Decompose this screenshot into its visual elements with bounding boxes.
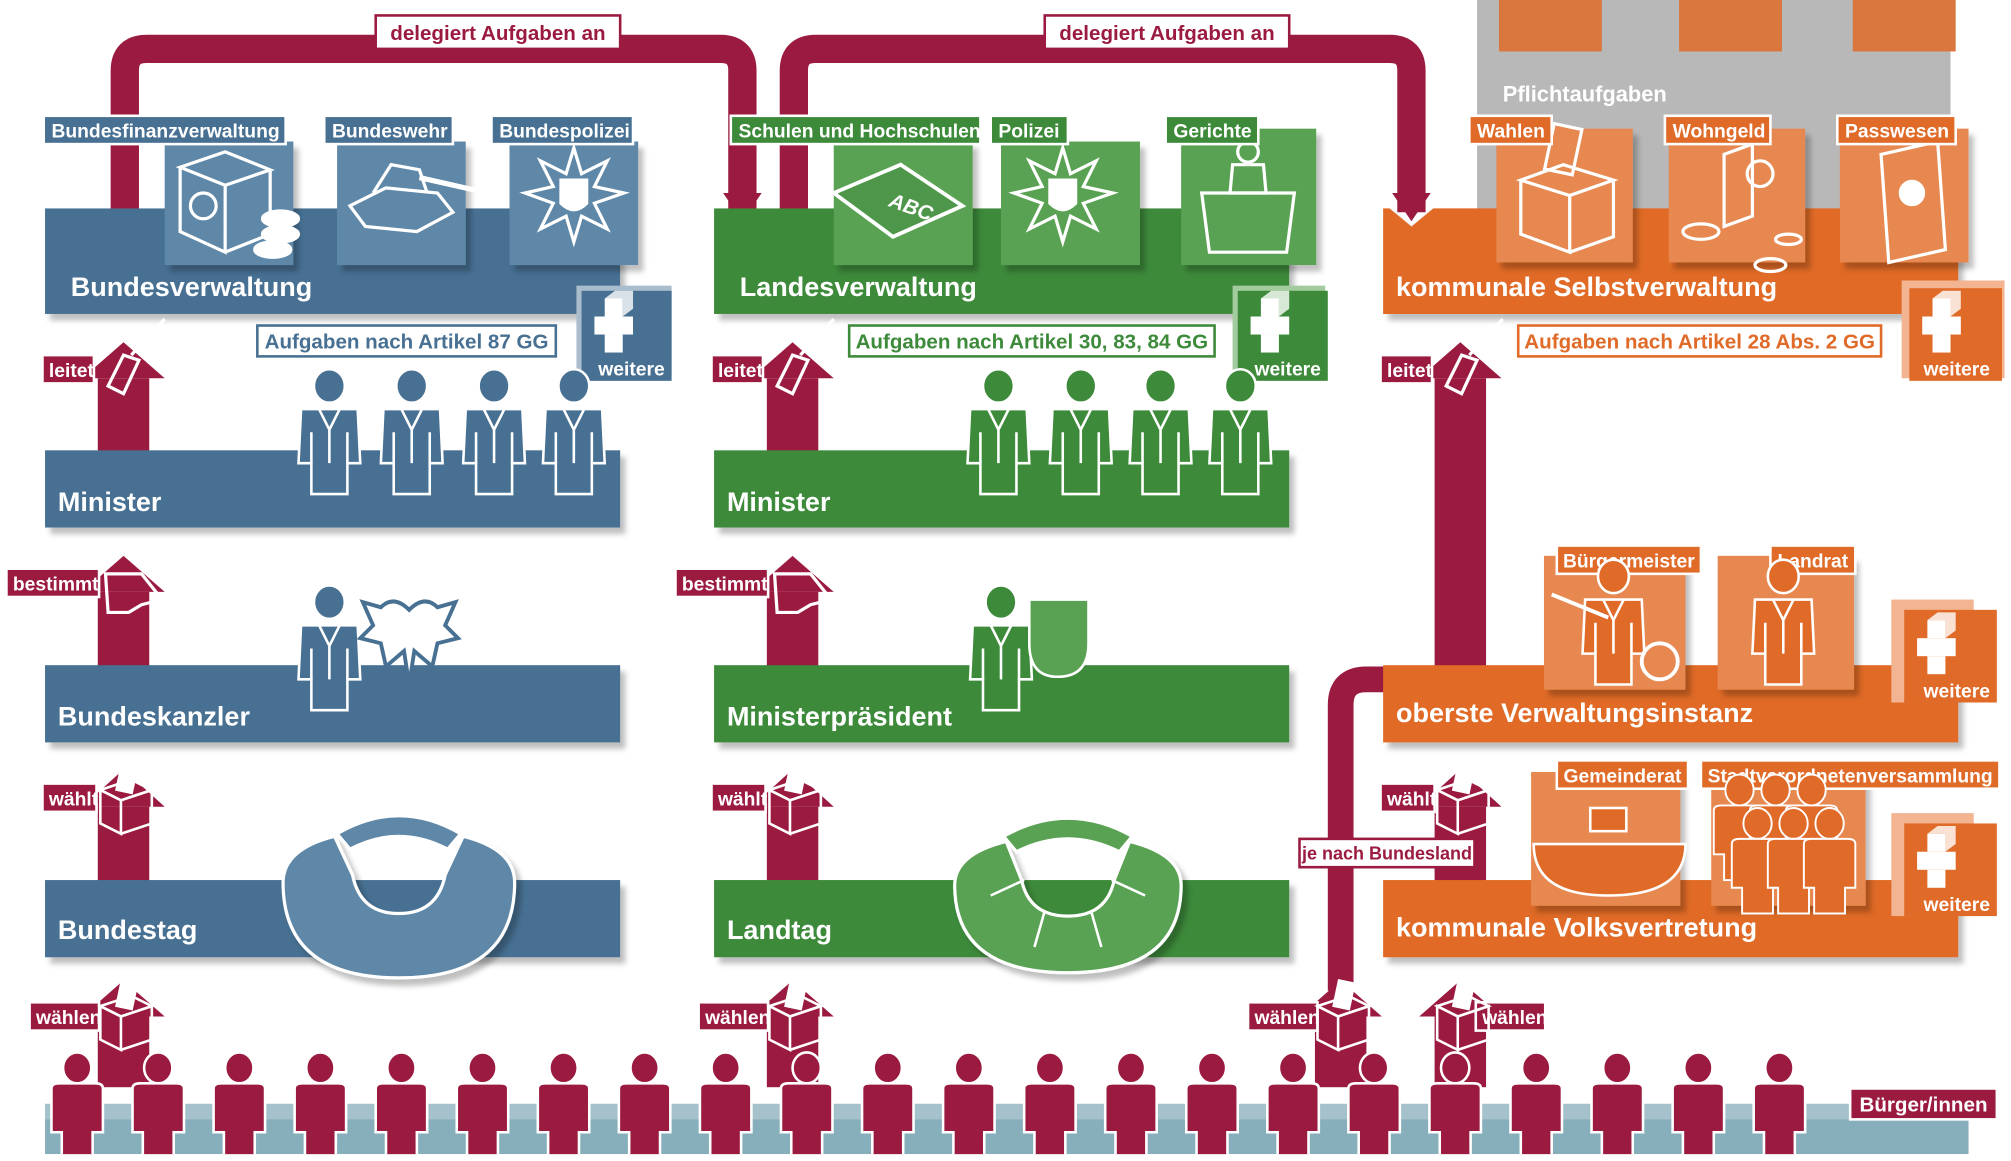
svg-text:leitet: leitet (1387, 361, 1433, 382)
svg-text:weitere: weitere (1923, 895, 1991, 916)
buergermeister-tile: Bürgermeister (1543, 544, 1703, 690)
bundesverwaltung-title: Bundesverwaltung (71, 272, 313, 302)
svg-text:wählt: wählt (717, 789, 768, 810)
weitere-municipal-admin: weitere (1901, 280, 2005, 381)
delegation-label-2: delegiert Aufgaben an (1059, 22, 1274, 45)
landrat-tile: Landrat (1717, 544, 1857, 690)
gemeinderat-tile: Gemeinderat (1531, 759, 1690, 906)
weitere-federal: weitere (576, 285, 672, 381)
chalkboard-icon: ABC (829, 162, 967, 239)
svg-text:leitet: leitet (718, 361, 764, 382)
landesverwaltung-title: Landesverwaltung (740, 272, 977, 302)
municipal-tasks: Aufgaben nach Artikel 28 Abs. 2 GG (1524, 331, 1875, 354)
delegation-label-1: delegiert Aufgaben an (390, 22, 605, 45)
relation-labels: leitet leitet leitet bestimmt bestimmt w… (5, 353, 1548, 1032)
svg-text:weitere: weitere (1923, 360, 1991, 381)
svg-text:wählt: wählt (48, 789, 99, 810)
weitere-state: weitere (1232, 285, 1328, 381)
bundestag-title: Bundestag (58, 915, 198, 945)
citizens-ground (45, 1103, 1969, 1155)
svg-text:wählen: wählen (704, 1008, 770, 1029)
svg-text:Schulen und Hochschulen: Schulen und Hochschulen (739, 122, 981, 143)
ballot-box-icon-municipal (1515, 121, 1619, 255)
je-nach-bundesland: je nach Bundesland (1301, 843, 1472, 863)
oberste-verwaltungsinstanz-title: oberste Verwaltungsinstanz (1396, 698, 1753, 728)
svg-text:Gerichte: Gerichte (1173, 122, 1252, 143)
agency-tags: Bundesfinanzverwaltung Bundeswehr Bundes… (42, 114, 1957, 146)
svg-text:bestimmt: bestimmt (682, 575, 768, 596)
pflichtaufgaben-label: Pflichtaufgaben (1503, 82, 1667, 107)
money-box-icon (175, 150, 301, 259)
police-star-icon (519, 142, 630, 248)
svg-text:Bundesfinanzverwaltung: Bundesfinanzverwaltung (51, 122, 279, 143)
state-tasks: Aufgaben nach Artikel 30, 83, 84 GG (856, 331, 1209, 354)
bundeskanzler-title: Bundeskanzler (58, 702, 251, 732)
baton-icon (105, 317, 1504, 396)
svg-text:weitere: weitere (1923, 681, 1991, 702)
svg-text:wählen: wählen (1253, 1008, 1319, 1029)
coins-icon (1681, 141, 1803, 274)
svg-text:weitere: weitere (597, 360, 665, 381)
svg-text:wählen: wählen (1481, 1008, 1547, 1029)
svg-text:bestimmt: bestimmt (13, 575, 99, 596)
municipal-agencies (1496, 128, 1969, 263)
weitere-representation: weitere (1891, 813, 1997, 917)
key-icon (1550, 592, 1680, 682)
stadtverordneten-tile: Stadtverordnetenversammlung (1699, 759, 2001, 915)
svg-text:Wahlen: Wahlen (1477, 122, 1545, 143)
minister-title-federal: Minister (58, 487, 162, 517)
svg-text:weitere: weitere (1253, 360, 1321, 381)
parliament-icon-federal (281, 814, 517, 980)
svg-text:Wohngeld: Wohngeld (1673, 122, 1766, 143)
svg-text:Gemeinderat: Gemeinderat (1564, 766, 1682, 787)
eagle-icon (356, 599, 462, 685)
svg-text:Bürgermeister: Bürgermeister (1563, 551, 1695, 572)
svg-text:Bundeswehr: Bundeswehr (332, 122, 448, 143)
delegation-label-2-box (1043, 14, 1291, 51)
svg-text:wählt: wählt (1386, 789, 1437, 810)
parliament-icon-state (953, 816, 1183, 975)
svg-text:wählen: wählen (35, 1008, 101, 1029)
tank-icon (347, 162, 477, 234)
svg-text:Passwesen: Passwesen (1845, 122, 1949, 143)
pointing-hand-icon (103, 572, 834, 615)
weitere-top-authority: weitere (1891, 599, 1997, 703)
shield-icon (1028, 598, 1090, 679)
police-star-icon-state (1008, 142, 1119, 248)
ministerpraesident-title: Ministerpräsident (727, 702, 952, 732)
selbstverwaltung-title: kommunale Selbstverwaltung (1396, 272, 1777, 302)
citizens-label: Bürger/innen (1859, 1094, 1987, 1117)
passport-icon (1879, 139, 1948, 265)
federal-tasks: Aufgaben nach Artikel 87 GG (265, 331, 549, 354)
svg-text:leitet: leitet (49, 361, 95, 382)
landtag-title: Landtag (727, 915, 832, 945)
minister-title-state: Minister (727, 487, 831, 517)
volksvertretung-title: kommunale Volksvertretung (1396, 913, 1757, 943)
delegation-label-1-box (374, 14, 622, 51)
svg-text:Polizei: Polizei (998, 122, 1059, 143)
svg-text:Bundespolizei: Bundespolizei (499, 122, 630, 143)
